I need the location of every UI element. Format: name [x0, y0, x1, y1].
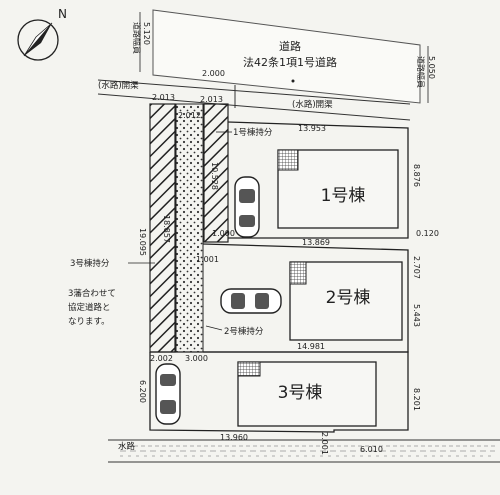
dim-8876: 8.876 [412, 164, 421, 187]
share-strip-2 [175, 103, 204, 353]
car-icon-1 [234, 176, 260, 238]
open-channel: (水路)開渠 (水路)開渠 [97, 79, 411, 121]
dim-8201: 8.201 [412, 388, 421, 411]
stair-icon-1 [277, 149, 299, 171]
dim-18857: 18.857 [162, 215, 171, 243]
road-width-right-value: 5.050 [427, 56, 436, 79]
dim-0120: 0.120 [416, 229, 439, 238]
building-2-outline [289, 261, 403, 341]
dim-3000: 3.000 [185, 354, 208, 363]
note-line-2: 協定道路と [68, 302, 111, 313]
share-label-3: 3号棟持分 [70, 258, 110, 269]
lot-1: 1号棟 [227, 121, 409, 239]
share-label-2: 2号棟持分 [224, 326, 264, 337]
dim-1001: 1.001 [196, 255, 219, 264]
dim-6010: 6.010 [360, 445, 383, 454]
channel-bottom-label: 水路 [118, 441, 136, 452]
bottom-channel: 水路 [108, 439, 500, 463]
left-notes: 3号棟持分 3藩合わせて 協定道路と なります。 [68, 258, 155, 327]
dim-19095: 19.095 [138, 228, 147, 256]
compass-north-label: N [58, 7, 67, 21]
dim-2002: 2.002 [150, 354, 173, 363]
road: 道路 法42条1項1号道路 道路幅員 5.120 道路幅員 5.050 [132, 9, 436, 104]
car-icon-3 [155, 363, 181, 425]
road-width-left-value: 5.120 [142, 22, 151, 45]
dim-10528: 10.528 [210, 162, 219, 190]
share-label-1: 1号棟持分 [233, 127, 273, 138]
dim-2013-left: 2.013 [152, 93, 175, 102]
dimensions: 2.013 2.013 2.000 2.012 13.953 10.528 19… [138, 69, 439, 455]
dim-2013-right: 2.013 [200, 95, 223, 104]
stair-icon-2 [289, 261, 307, 285]
dim-13869: 13.869 [302, 238, 330, 247]
dim-5443: 5.443 [412, 304, 421, 327]
building-1-outline [277, 149, 399, 229]
car-icon-2 [220, 288, 282, 314]
lot-3: 3号棟 [149, 351, 409, 433]
dim-13953: 13.953 [298, 124, 326, 133]
building-2-label: 2号棟 [326, 288, 371, 308]
dim-13960: 13.960 [220, 433, 248, 442]
dim-14981: 14.981 [297, 342, 325, 351]
building-1-label: 1号棟 [321, 186, 366, 206]
compass: N [17, 7, 67, 61]
note-line-3: なります。 [68, 317, 110, 327]
dim-1000: 1.000 [212, 229, 235, 238]
stair-icon-3 [237, 361, 261, 377]
dim-2000: 2.000 [202, 69, 225, 78]
dim-2012: 2.012 [178, 111, 201, 120]
building-3-label: 3号棟 [278, 383, 323, 403]
dim-2707: 2.707 [412, 256, 421, 279]
share-strip-1 [203, 103, 229, 243]
dim-2001: 2.001 [320, 432, 329, 455]
road-width-right-label: 道路幅員 [416, 56, 426, 88]
channel-open-right: (水路)開渠 [292, 99, 333, 110]
channel-open-left: (水路)開渠 [98, 80, 139, 91]
road-width-left-label: 道路幅員 [132, 22, 142, 54]
building-3-outline [237, 361, 377, 427]
road-type: 法42条1項1号道路 [243, 55, 337, 69]
road-name: 道路 [279, 39, 301, 53]
dim-6200: 6.200 [138, 380, 147, 403]
note-line-1: 3藩合わせて [68, 288, 116, 299]
